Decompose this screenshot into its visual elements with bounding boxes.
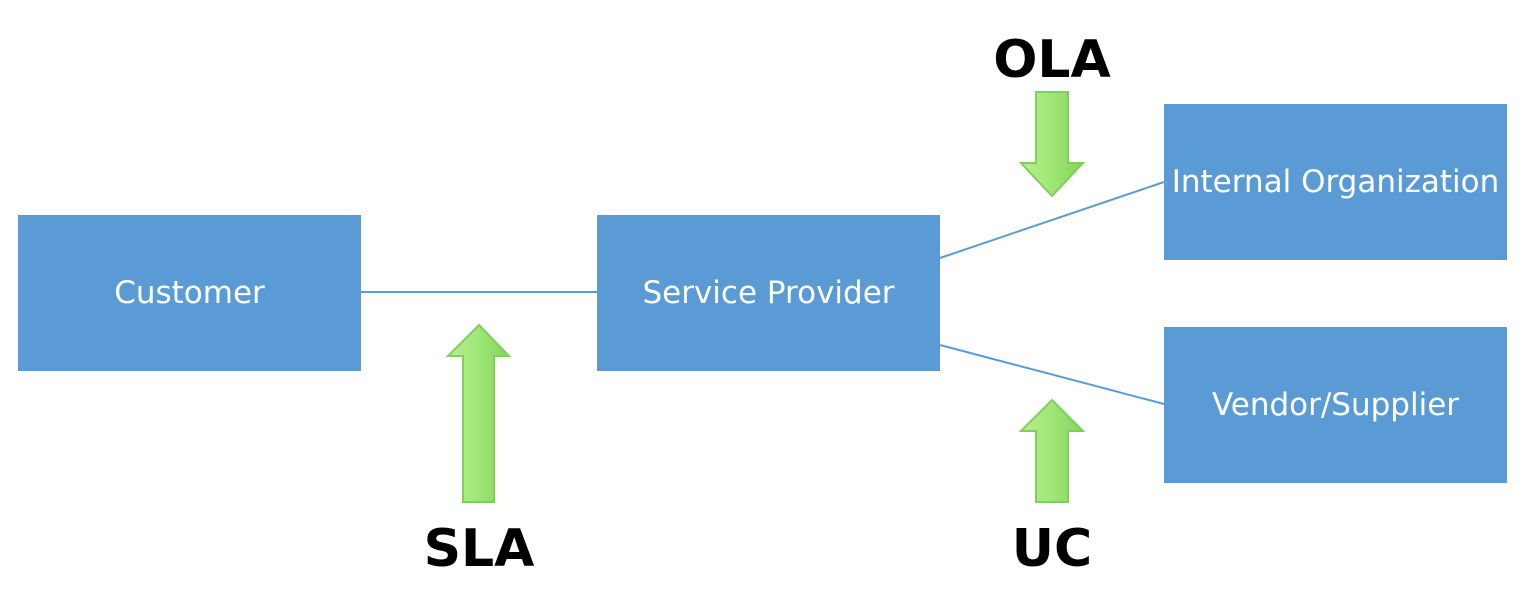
vendor-supplier-box: Vendor/Supplier [1164, 327, 1507, 483]
internal-organization-box: Internal Organization [1164, 104, 1507, 260]
arrow-up-icon [445, 323, 512, 503]
connector-provider-internal [939, 181, 1165, 259]
internal-organization-label: Internal Organization [1171, 164, 1500, 200]
service-provider-box: Service Provider [597, 215, 940, 371]
arrow-up-icon [1018, 398, 1086, 503]
uc-label: UC [1011, 519, 1093, 579]
vendor-supplier-label: Vendor/Supplier [1211, 387, 1460, 423]
customer-label: Customer [114, 275, 265, 311]
ola-label: OLA [993, 30, 1111, 90]
customer-box: Customer [18, 215, 361, 371]
connector-provider-vendor [939, 344, 1165, 405]
sla-label: SLA [423, 519, 535, 579]
arrow-down-icon [1018, 91, 1086, 198]
service-provider-label: Service Provider [642, 275, 895, 311]
